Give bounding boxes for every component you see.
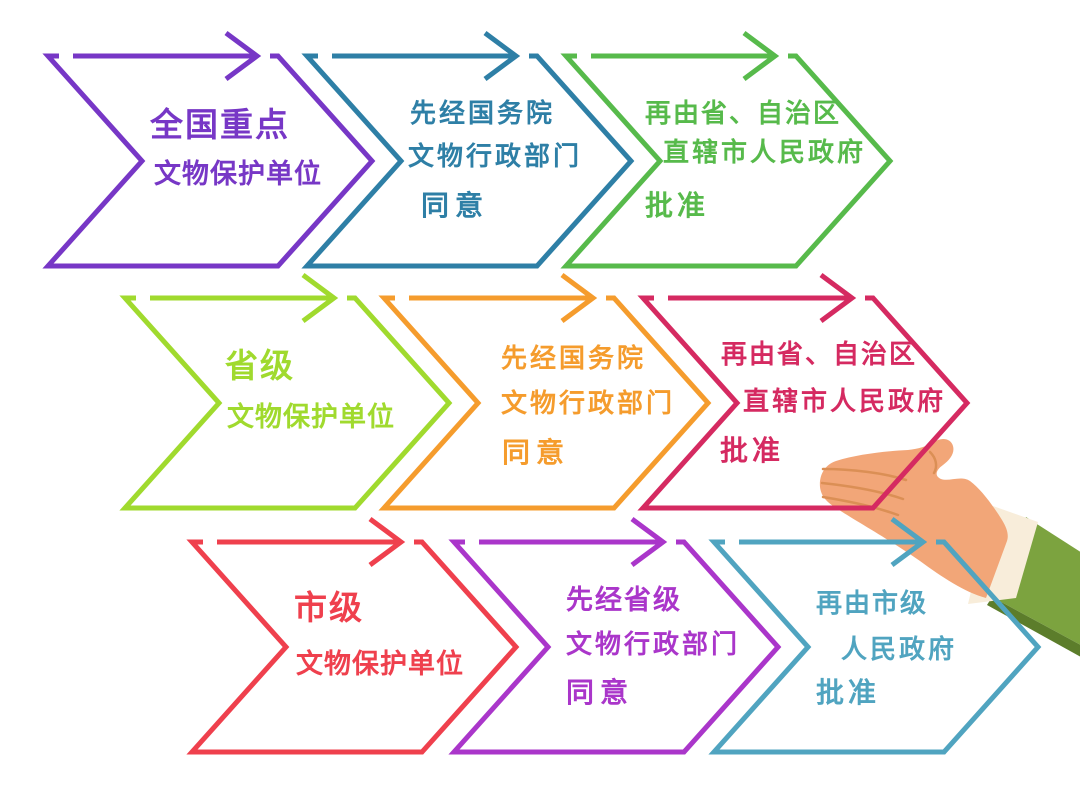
chevron-step-r2c1 [119, 272, 453, 511]
step-label-line: 先经省级 [566, 585, 682, 616]
chevron-outline [448, 539, 782, 755]
step-label-line: 批准 [720, 434, 785, 467]
step-label-line: 文物保护单位 [296, 649, 464, 680]
flow-arrow [479, 516, 668, 568]
chevron-outline [42, 53, 376, 269]
step-label-line: 文物行政部门 [566, 630, 741, 660]
flow-arrow [409, 272, 598, 324]
flow-arrow [332, 30, 521, 82]
chevron-step-r1c2 [301, 30, 635, 269]
step-label-line: 文物保护单位 [227, 402, 395, 433]
step-label-line: 再由省、自治区 [645, 99, 842, 129]
step-label-line: 批准 [816, 676, 881, 709]
chevron-step-r3c3 [708, 516, 1042, 755]
chevron-step-r3c2 [448, 516, 782, 755]
chevron-step-r2c3 [637, 272, 971, 511]
chevron-step-r3c1 [186, 516, 520, 755]
chevron-outline [186, 539, 520, 755]
step-label-line: 市级 [294, 588, 364, 627]
finger-line [821, 495, 900, 517]
step-label-line: 直辖市人民政府 [743, 387, 947, 417]
step-label-line: 文物保护单位 [154, 159, 322, 190]
step-label-line: 直辖市人民政府 [663, 138, 867, 168]
chevron-outline [378, 295, 712, 511]
chevron-outline [708, 539, 1042, 755]
step-label-line: 再由市级 [816, 589, 929, 619]
step-label-line: 人民政府 [841, 635, 958, 665]
step-label-line: 同意 [421, 189, 490, 222]
step-label-line: 文物行政部门 [501, 389, 676, 419]
sleeve-shadow-edge [987, 597, 1080, 657]
step-label-line: 批准 [645, 189, 710, 222]
chevron-outline [637, 295, 971, 511]
chevron-outline [301, 53, 635, 269]
finger-line [820, 481, 905, 501]
step-label-line: 先经国务院 [410, 99, 556, 129]
flow-arrow [73, 30, 262, 82]
flow-arrow [217, 516, 406, 568]
step-label-line: 省级 [225, 346, 295, 385]
chevron-step-r1c1 [42, 30, 376, 269]
flow-arrow [150, 272, 339, 324]
step-label-line: 先经国务院 [501, 344, 647, 374]
chevron-outline [560, 53, 894, 269]
chevron-step-r1c3 [560, 30, 894, 269]
step-label-line: 同意 [502, 436, 571, 469]
flow-arrow [668, 272, 857, 324]
chevron-step-r2c2 [378, 272, 712, 511]
step-label-line: 文物行政部门 [408, 142, 583, 172]
step-label-line: 全国重点 [150, 105, 290, 144]
flow-arrow [591, 30, 780, 82]
flow-arrow [739, 516, 928, 568]
finger-line [928, 450, 938, 475]
step-label-line: 再由省、自治区 [721, 340, 918, 370]
step-label-line: 同意 [566, 676, 635, 709]
chevron-outline [119, 295, 453, 511]
